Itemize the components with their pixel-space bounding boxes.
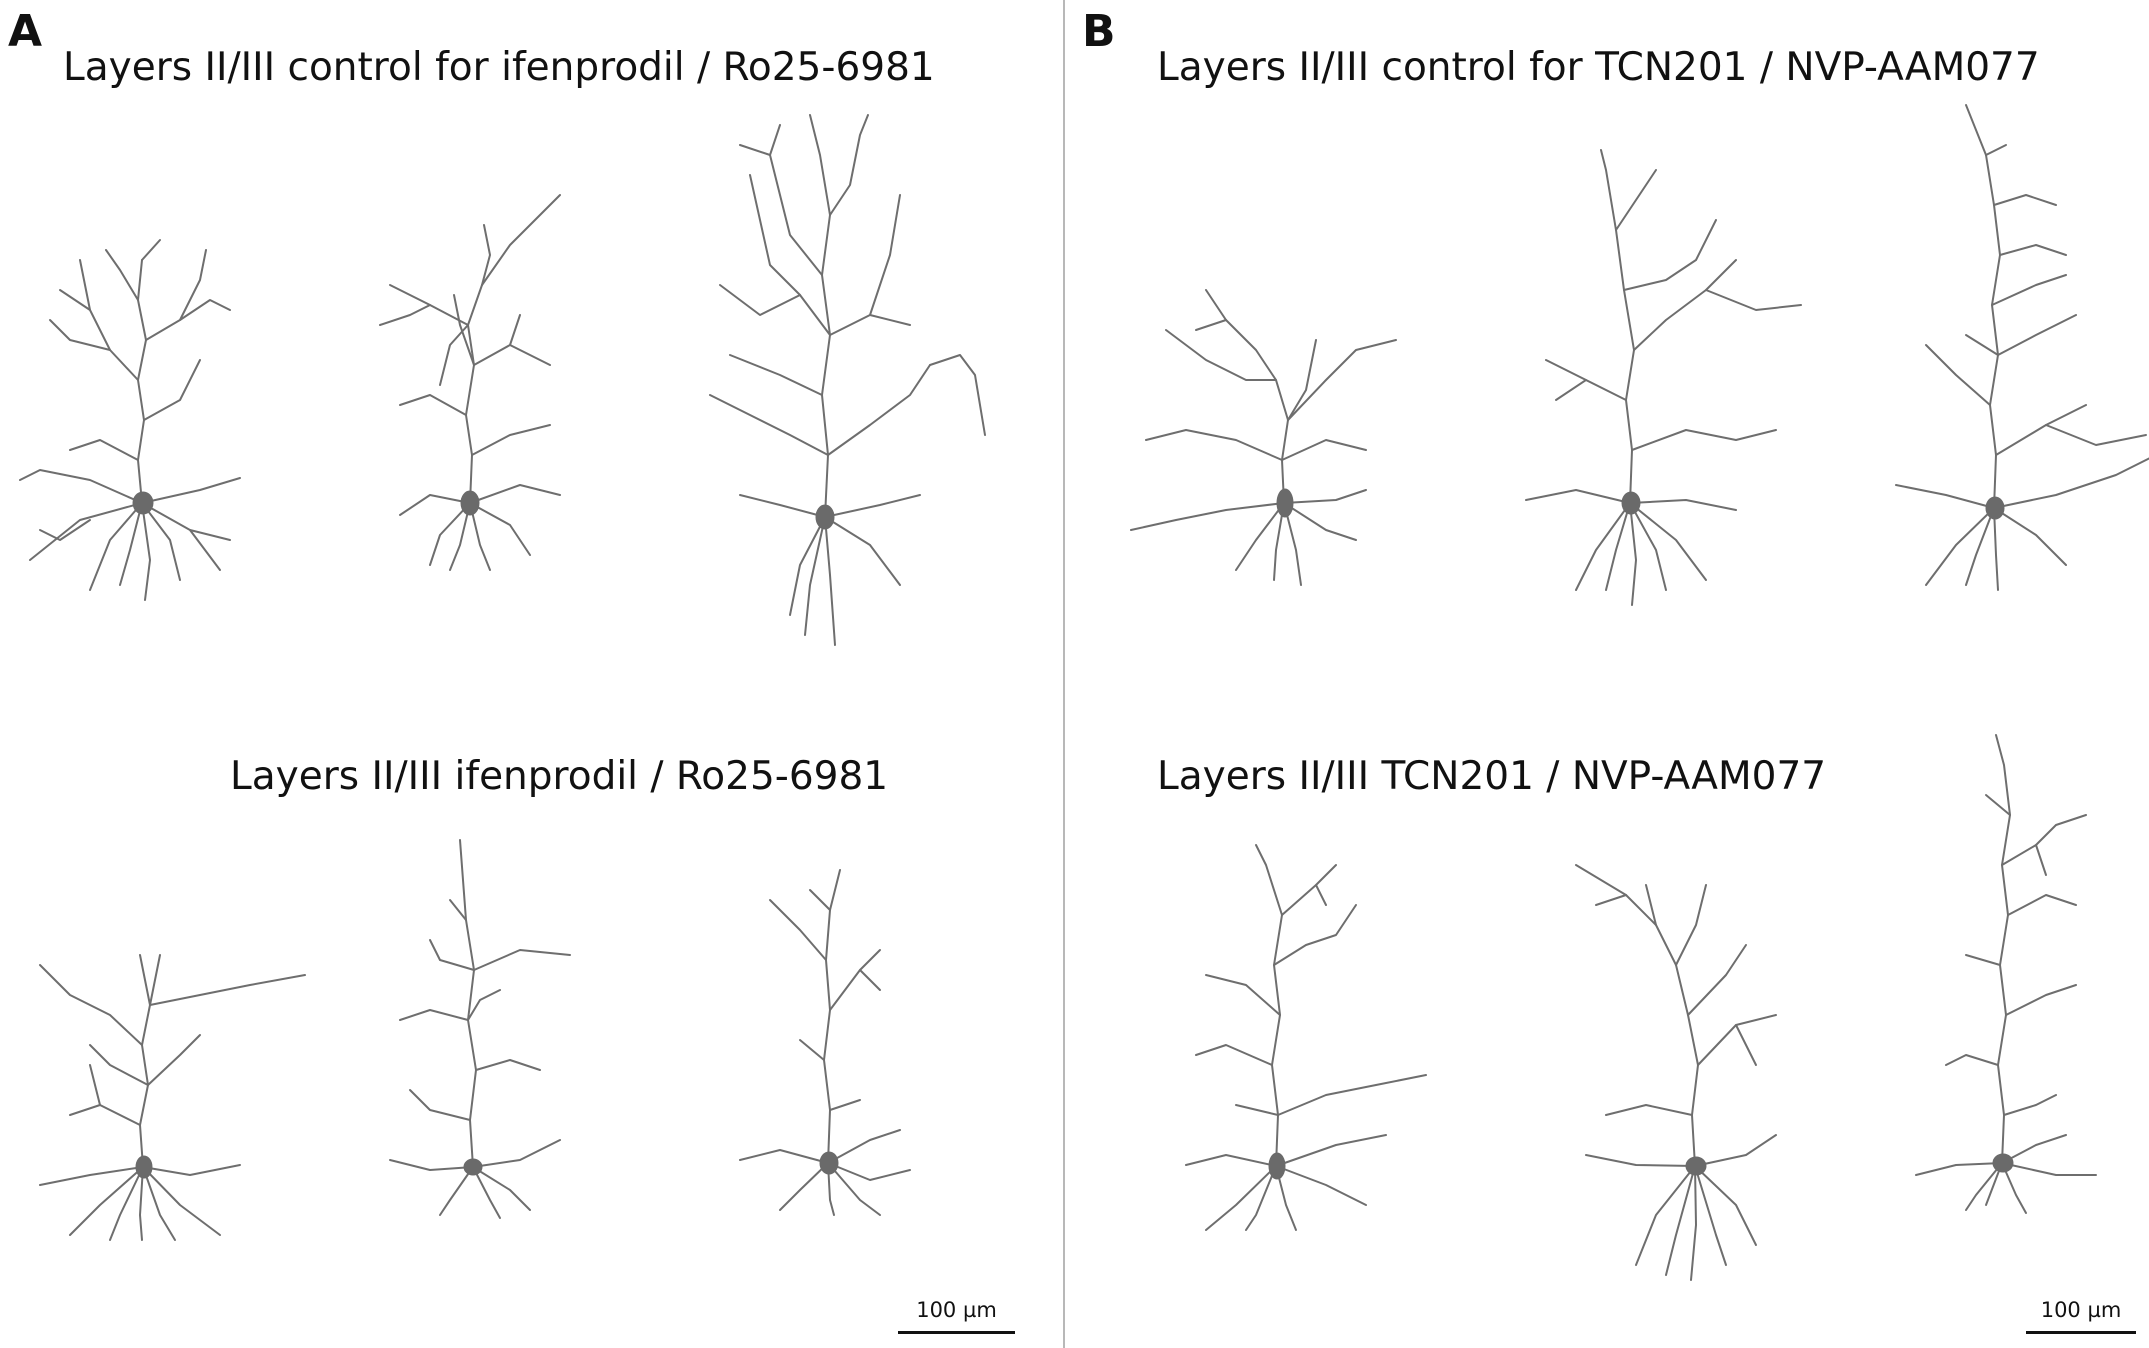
panel-b: B Layers II/III control for TCN201 / NVP…: [1066, 0, 2149, 1348]
panel-b-bottom-title: Layers II/III TCN201 / NVP-AAM077: [1157, 754, 1827, 799]
scale-bar-a: 100 µm: [898, 1298, 1015, 1334]
scale-bar-b-line: [2026, 1331, 2136, 1334]
neuron-a-control-1: [19, 239, 241, 601]
neuron-b-control-2: [1525, 149, 1802, 606]
panel-b-top-title: Layers II/III control for TCN201 / NVP-A…: [1157, 45, 2040, 90]
panel-a-top-title: Layers II/III control for ifenprodil / R…: [63, 45, 935, 90]
neuron-b-treated-2: [1575, 864, 1777, 1281]
neuron-a-control-2: [379, 194, 561, 571]
scale-bar-b: 100 µm: [2026, 1298, 2136, 1334]
neuron-b-treated-3: [1915, 734, 2097, 1214]
panel-divider: [1063, 0, 1065, 1348]
scale-bar-b-label: 100 µm: [2040, 1298, 2122, 1322]
panel-b-letter: B: [1082, 6, 1116, 57]
scale-bar-a-line: [898, 1331, 1015, 1334]
neuron-a-treated-1: [39, 954, 306, 1241]
panel-a-bottom-title: Layers II/III ifenprodil / Ro25-6981: [230, 754, 889, 799]
neuron-b-control-1: [1130, 289, 1397, 586]
neuron-a-control-3: [709, 114, 986, 646]
neuron-a-treated-3: [739, 869, 911, 1216]
neuron-a-treated-2: [389, 839, 571, 1219]
neuron-b-treated-1: [1185, 844, 1427, 1231]
panel-a: A Layers II/III control for ifenprodil /…: [0, 0, 1062, 1348]
panel-a-letter: A: [8, 6, 43, 57]
neuron-b-control-3: [1895, 104, 2149, 591]
scale-bar-a-label: 100 µm: [916, 1298, 997, 1322]
